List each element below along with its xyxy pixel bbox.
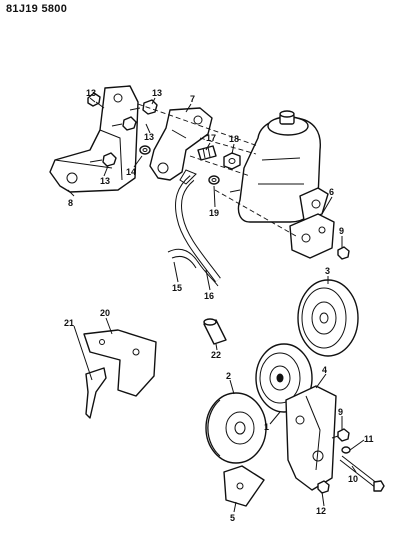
pressure-hose-part	[175, 169, 221, 283]
callout-9: 9	[338, 407, 343, 417]
callout-2: 2	[226, 371, 231, 381]
callout-13: 13	[144, 132, 154, 142]
mounting-bracket-part	[49, 85, 139, 193]
callout-8: 8	[68, 198, 73, 208]
bolt-part	[331, 428, 350, 442]
callout-14: 14	[126, 167, 136, 177]
plate-part	[223, 465, 265, 507]
callout-19: 19	[209, 208, 219, 218]
sleeve-part	[203, 318, 227, 345]
return-hose-part	[167, 248, 219, 287]
callout-4: 4	[322, 365, 327, 375]
nut-part	[223, 152, 241, 170]
diagram-reference-code: 81J19 5800	[6, 3, 68, 15]
washer-part	[341, 446, 351, 454]
callout-12: 12	[316, 506, 326, 516]
bolt-part	[317, 480, 330, 494]
bracket-part	[83, 329, 157, 397]
bolt-part	[89, 152, 117, 167]
callout-20: 20	[100, 308, 110, 318]
callout-10: 10	[348, 474, 358, 484]
bolt-part	[337, 246, 350, 260]
callout-16: 16	[204, 291, 214, 301]
callout-9: 9	[339, 226, 344, 236]
long-bolt-part	[339, 455, 385, 492]
callout-13: 13	[86, 88, 96, 98]
bolt-part	[129, 99, 158, 115]
bolt-part	[111, 116, 137, 131]
clip-part	[85, 367, 107, 419]
callout-22: 22	[211, 350, 221, 360]
pump-pulley-part	[297, 279, 359, 357]
callout-1: 1	[264, 422, 269, 432]
callout-5: 5	[230, 513, 235, 523]
adjusting-bracket-part	[149, 107, 213, 181]
callout-11: 11	[364, 434, 374, 444]
callout-3: 3	[325, 266, 330, 276]
washer-part	[208, 175, 220, 185]
callout-17: 17	[206, 133, 216, 143]
spacer-part	[139, 145, 151, 155]
pump-bracket-part	[289, 213, 335, 259]
callout-18: 18	[229, 134, 239, 144]
crankshaft-pulley-part	[205, 392, 267, 464]
callout-7: 7	[190, 94, 195, 104]
idler-bracket-part	[285, 385, 337, 491]
callout-21: 21	[64, 318, 74, 328]
callout-13: 13	[100, 176, 110, 186]
callout-6: 6	[329, 187, 334, 197]
callout-13: 13	[152, 88, 162, 98]
callout-15: 15	[172, 283, 182, 293]
bolt-part	[87, 92, 105, 109]
power-steering-pump-part	[229, 110, 329, 223]
